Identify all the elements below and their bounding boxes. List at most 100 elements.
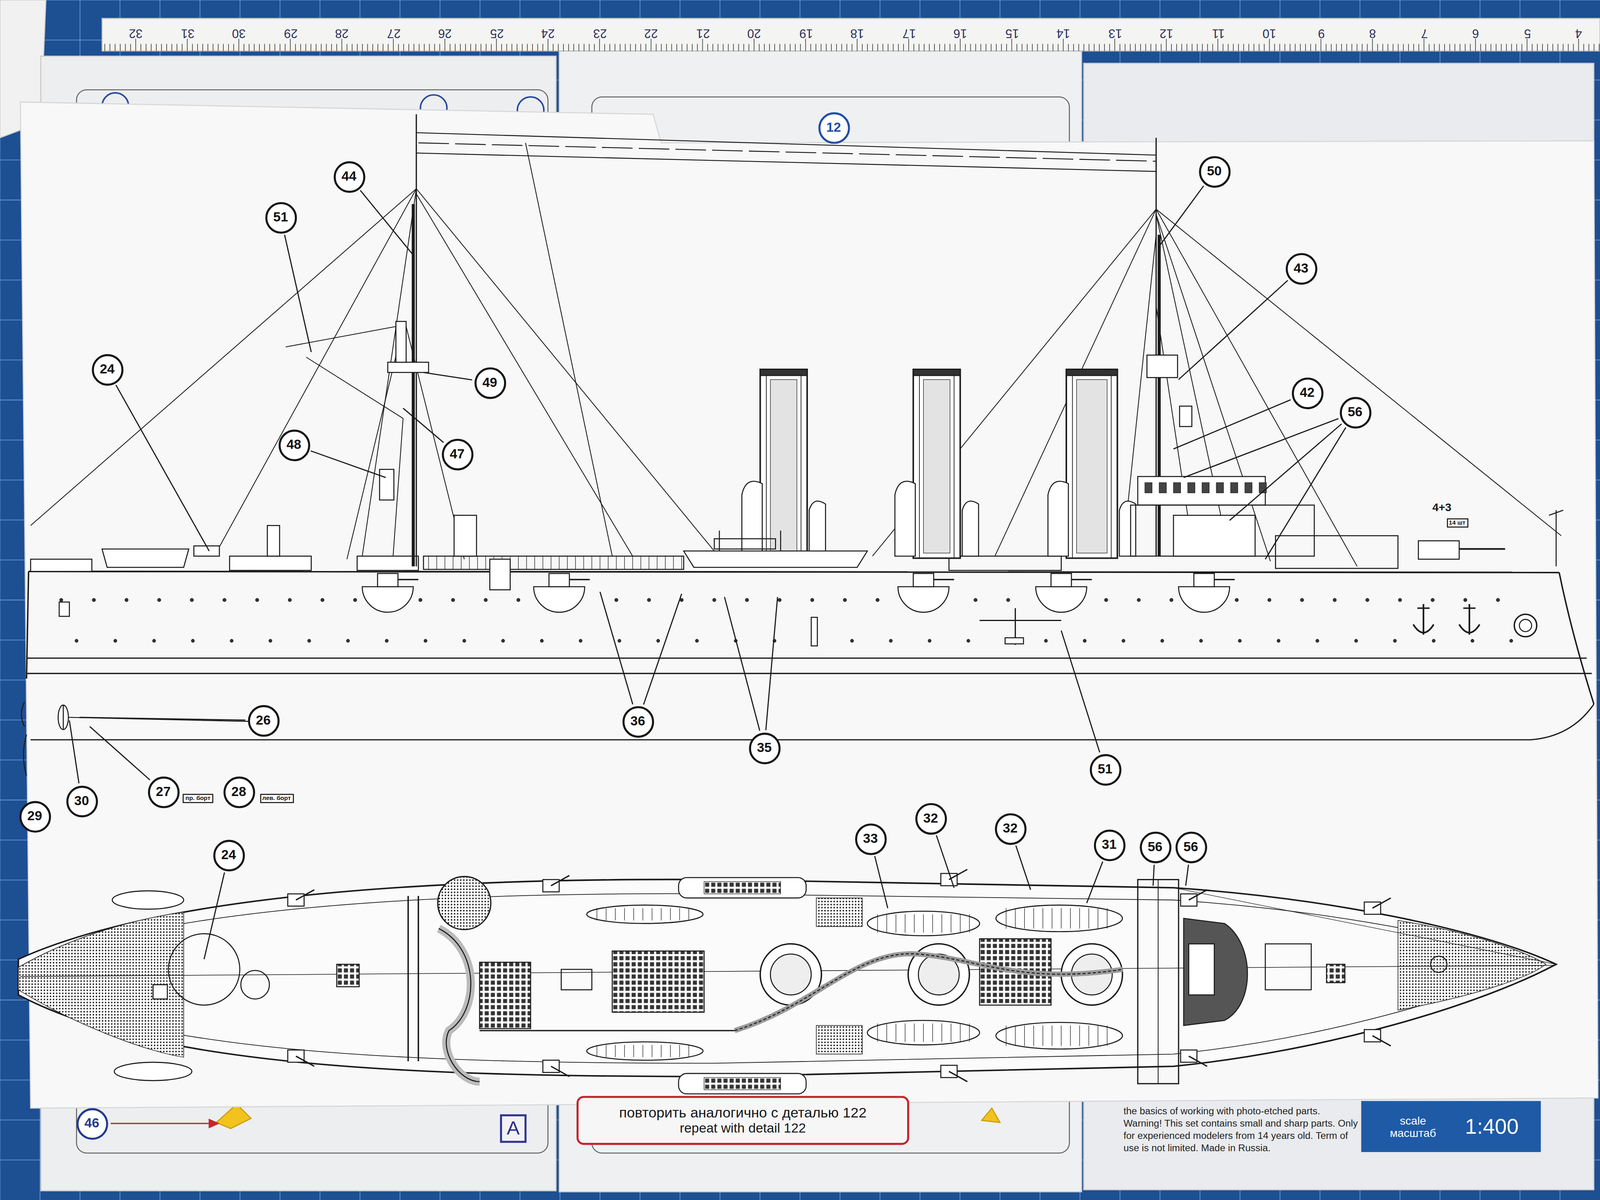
railing (469, 555, 470, 570)
ruler-tick (155, 44, 157, 52)
ruler-number: 13 (1107, 25, 1122, 40)
porthole (745, 598, 749, 602)
ruler-tick (542, 44, 544, 52)
boat-thwart (950, 914, 952, 933)
ruler-tick (990, 44, 992, 52)
porthole (191, 639, 195, 643)
ruler-tick (1475, 38, 1477, 52)
ruler-number: 14 (1056, 25, 1070, 40)
ruler-number: 29 (283, 25, 297, 40)
ruler-tick (723, 44, 724, 52)
rigging-line (416, 188, 715, 552)
railing (477, 555, 478, 570)
boat-thwart (1106, 1025, 1108, 1046)
ruler-number: 17 (901, 25, 916, 40)
boat-thwart (1005, 908, 1007, 929)
ruler-tick (161, 44, 162, 52)
ruler-number: 26 (438, 25, 452, 40)
planked-deck (18, 912, 184, 1058)
porthole (1276, 639, 1281, 643)
callout-number: 24 (212, 839, 245, 872)
ruler-tick (619, 44, 621, 52)
railing (461, 555, 462, 570)
funnel-shade (770, 379, 797, 554)
ruler-tick (1155, 44, 1157, 52)
railing (550, 555, 552, 570)
ruler-tick (1129, 44, 1131, 52)
ruler-tick (640, 44, 642, 52)
boat-thwart (1097, 1025, 1099, 1046)
window (1230, 482, 1238, 493)
hull-line (1559, 572, 1594, 705)
ruler-tick (954, 44, 956, 52)
ruler-tick (1372, 38, 1374, 52)
boat-thwart (941, 1023, 943, 1042)
deckhouse (229, 555, 312, 571)
funnel-top (770, 953, 812, 995)
ruler-tick (583, 44, 585, 52)
boat-cover (703, 1077, 781, 1090)
porthole (1354, 639, 1358, 643)
callout-number: 29 (19, 800, 51, 833)
ruler-tick (898, 44, 899, 52)
boat-thwart (932, 914, 933, 933)
railing (656, 555, 658, 570)
anchor (1413, 624, 1434, 633)
ruler-tick (753, 38, 755, 52)
ruler-tick (815, 44, 817, 52)
boat (112, 890, 184, 910)
ruler-tick (362, 44, 364, 52)
skylight (1326, 964, 1345, 983)
ruler-tick (496, 38, 497, 52)
funnel-line (1072, 375, 1074, 558)
ruler-tick (501, 44, 502, 52)
ruler-tick (1016, 44, 1018, 52)
ruler-tick (485, 44, 487, 52)
funnel-shade (1076, 379, 1108, 554)
boat-thwart (904, 914, 906, 933)
ruler-tick (1454, 44, 1456, 52)
rigging-line (285, 326, 397, 347)
funnel (1066, 369, 1118, 559)
node-text: лев. борт (262, 794, 291, 802)
porthole (889, 639, 893, 643)
boat-thwart (1079, 1025, 1080, 1046)
ruler-tick (480, 44, 482, 52)
node-text: A (506, 1117, 520, 1140)
casemate (362, 586, 414, 613)
leader-line (1061, 630, 1100, 753)
callout-number: 56 (1175, 830, 1207, 863)
ruler-tick (305, 44, 307, 52)
ruler-tick (202, 44, 204, 52)
ruler-tick (1006, 44, 1008, 52)
porthole (712, 598, 716, 602)
railing (607, 555, 609, 570)
boat-thwart (1033, 1025, 1034, 1046)
deckhouse (453, 515, 477, 557)
turret-ring (168, 933, 240, 1006)
funnel-line (953, 375, 955, 558)
railing (681, 555, 682, 570)
porthole (451, 598, 455, 602)
ruler-tick (449, 44, 451, 52)
ruler-tick (1536, 44, 1538, 52)
ruler-tick (748, 44, 750, 52)
boom (1005, 637, 1024, 644)
gun-mount (377, 573, 398, 587)
callout-text: 42 (1299, 385, 1315, 401)
gun-barrel (569, 578, 590, 581)
rigging-line (30, 188, 417, 526)
callout-text: 46 (84, 1116, 100, 1131)
ventilator (962, 501, 979, 557)
shelter-edge (417, 896, 420, 1062)
ruler-tick (1289, 44, 1291, 52)
ruler-tick (357, 44, 358, 52)
boat-thwart (959, 914, 961, 933)
boat-thwart (1088, 908, 1089, 929)
boat (586, 1041, 704, 1060)
railing (583, 555, 584, 570)
capstan (1430, 955, 1447, 973)
ruler-tick (1032, 44, 1033, 52)
ruler-tick (212, 44, 214, 52)
porthole (346, 639, 350, 643)
